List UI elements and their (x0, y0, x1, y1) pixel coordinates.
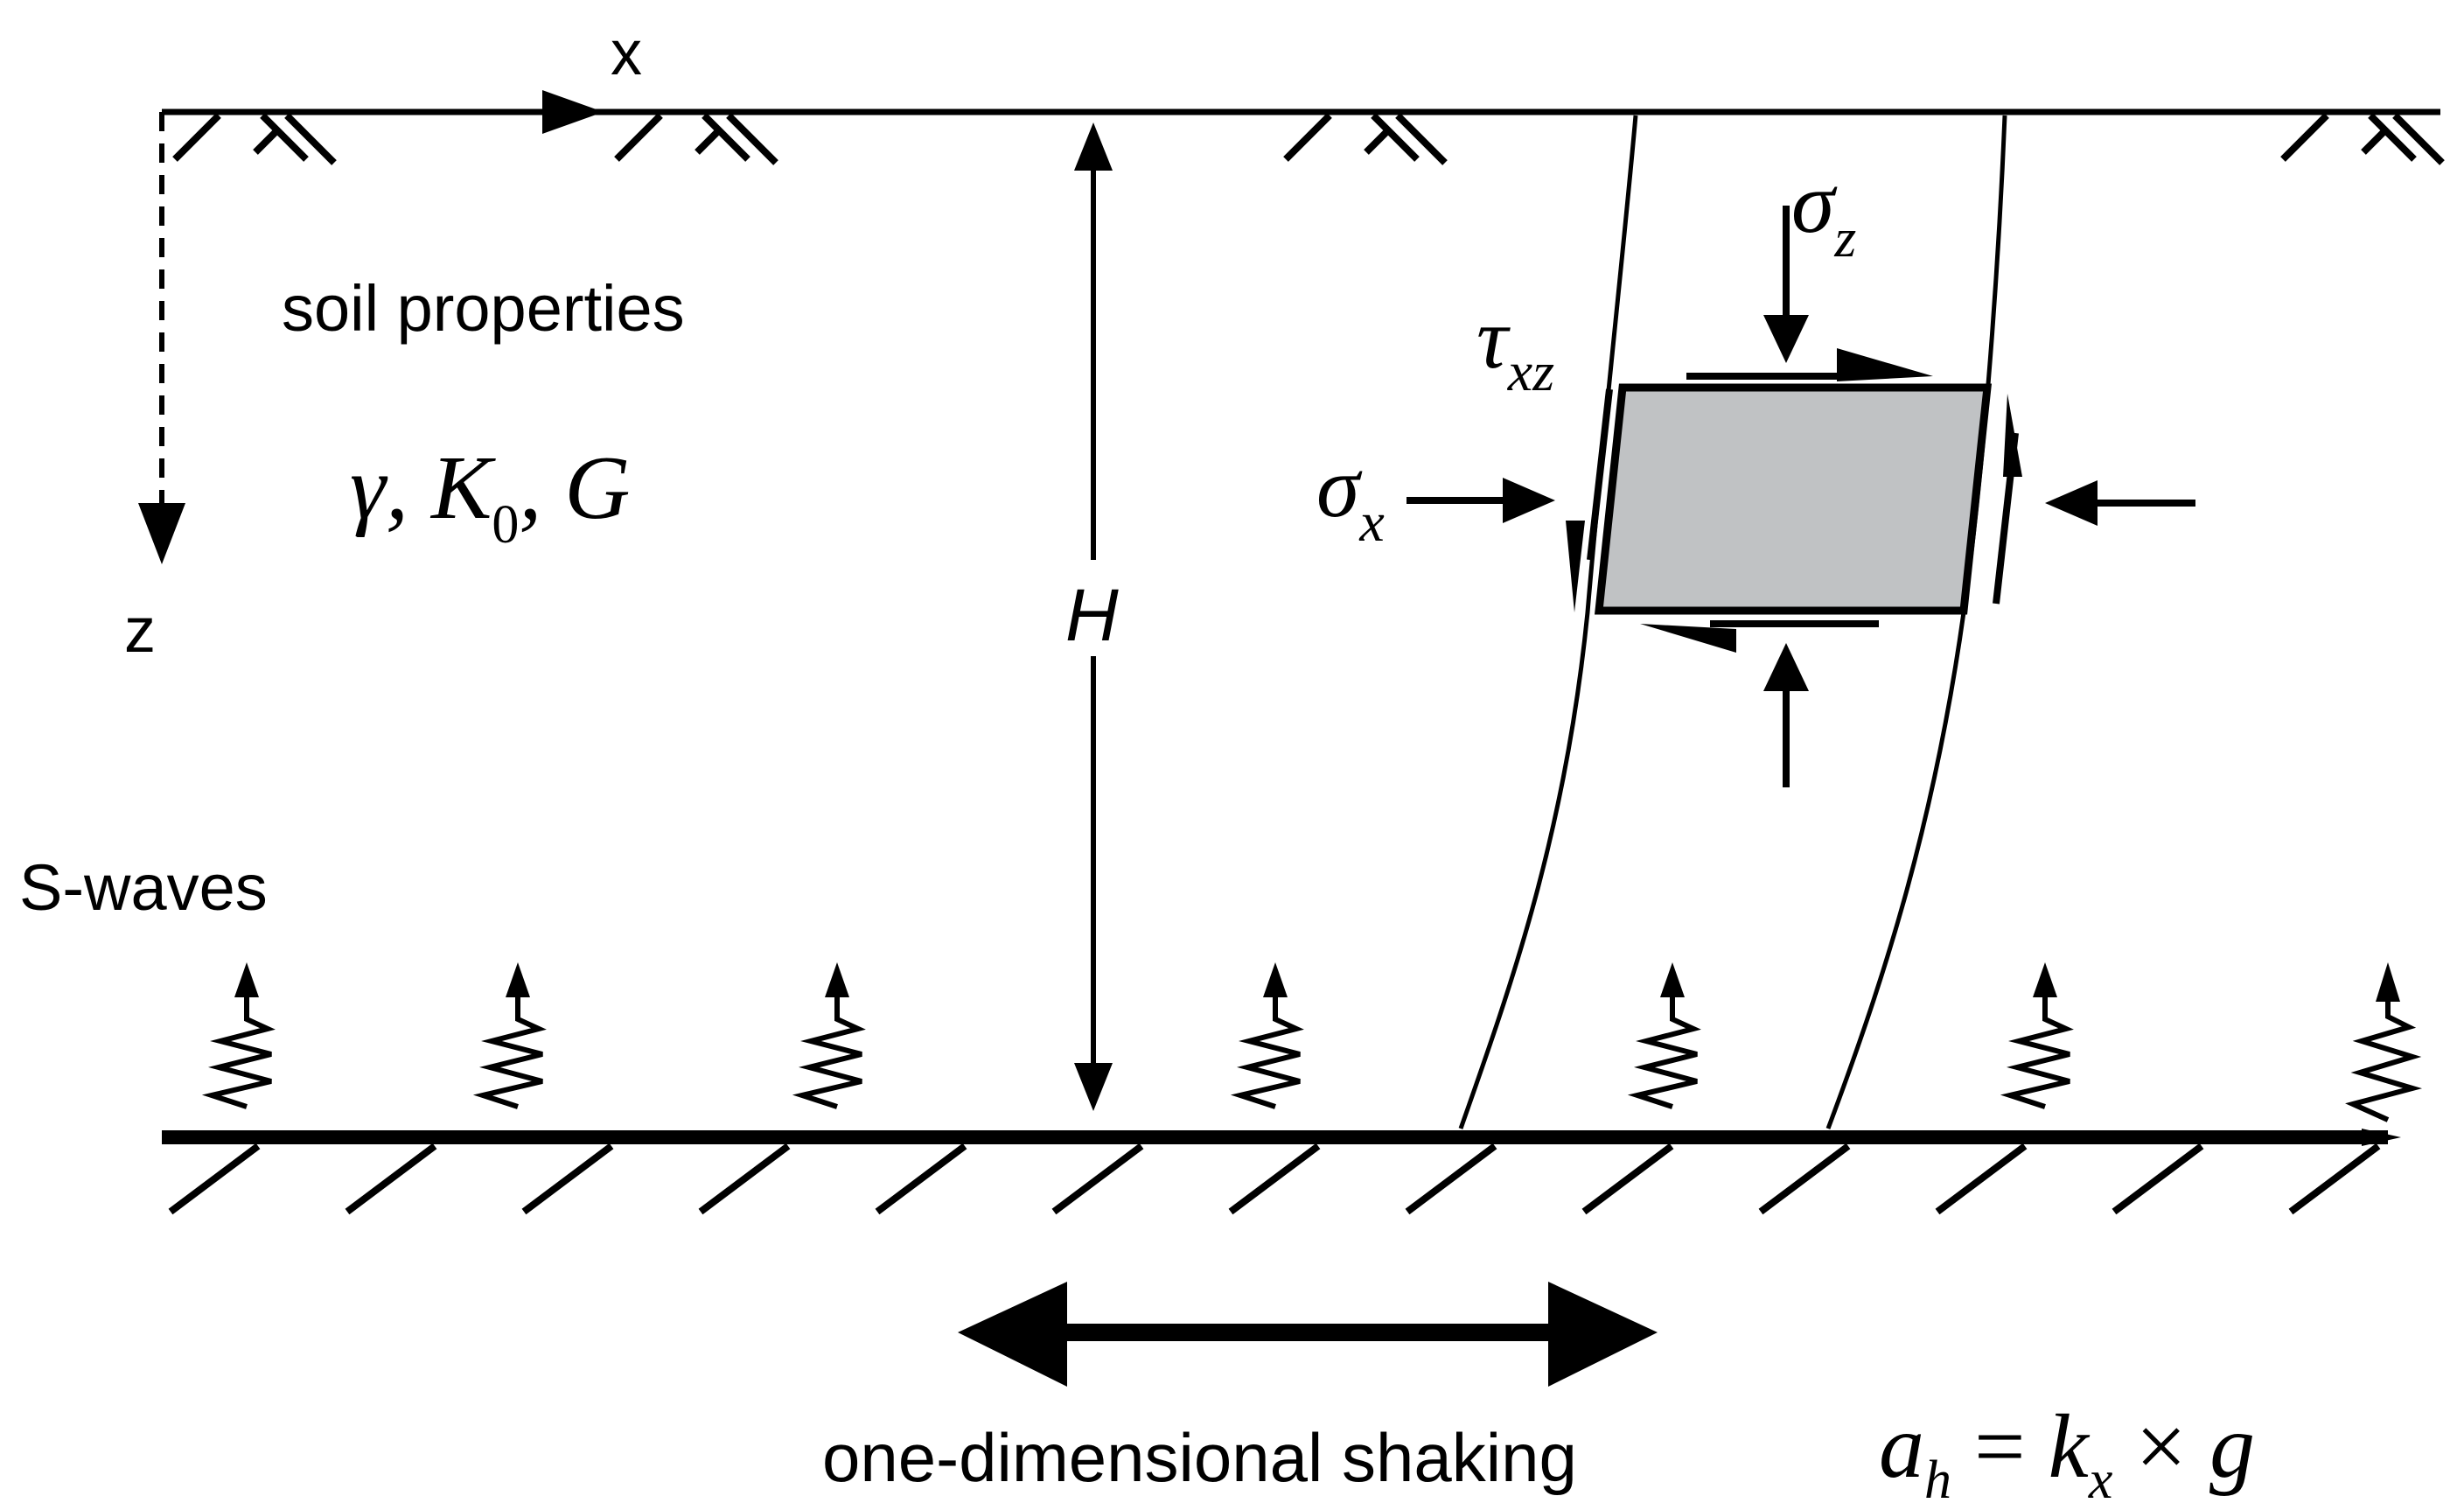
sigma-z-top-arrow (1763, 206, 1809, 363)
sigma-x-right-arrow (2045, 480, 2195, 526)
shear-top-arrow (1686, 348, 1933, 381)
sigma-x-left-arrow (1407, 478, 1555, 523)
s-wave-icon (2345, 962, 2423, 1122)
x-axis-arrow (162, 90, 604, 134)
z-axis-arrow (138, 112, 185, 564)
s-wave-icon (1230, 962, 1304, 1109)
soil-element (1594, 383, 1993, 615)
tau-xz-label: τxz (1476, 290, 1554, 402)
s-wave-icon (2000, 962, 2074, 1109)
surface-hatch-3 (1283, 113, 1448, 165)
shear-bottom-arrow (1640, 620, 1879, 653)
sigma-z-bottom-arrow (1763, 643, 1809, 787)
bedrock-hatch (168, 1143, 2381, 1215)
shaking-arrow (958, 1282, 1658, 1387)
depth-label-bg (1050, 560, 1137, 656)
acceleration-formula: ah = kx × g (1879, 1396, 2255, 1510)
s-wave-icon (201, 962, 276, 1109)
shear-left-arrow (1566, 388, 1613, 612)
soil-properties-label: soil properties (282, 272, 685, 345)
depth-label: H (1065, 574, 1119, 656)
s-wave-icon (1627, 962, 1701, 1109)
bedrock-base (162, 1129, 2401, 1215)
x-axis-label: x (611, 18, 642, 88)
s-wave-icon (792, 962, 866, 1109)
soil-params: γ, K0, G (350, 437, 630, 555)
surface-hatch-1 (172, 113, 337, 165)
s-wave-icons (201, 962, 2423, 1122)
surface-hatch-2 (614, 113, 778, 165)
ground-surface (162, 108, 2445, 165)
s-waves-label: S-waves (19, 851, 268, 924)
shear-right-arrow (1993, 394, 2022, 605)
sigma-z-label: σz (1791, 154, 1856, 269)
surface-hatch-4 (2280, 113, 2445, 165)
s-wave-icon (472, 962, 547, 1109)
sigma-x-label: σx (1316, 438, 1385, 553)
shaking-label: one-dimensional shaking (822, 1419, 1577, 1496)
z-axis-label: z (124, 596, 156, 666)
